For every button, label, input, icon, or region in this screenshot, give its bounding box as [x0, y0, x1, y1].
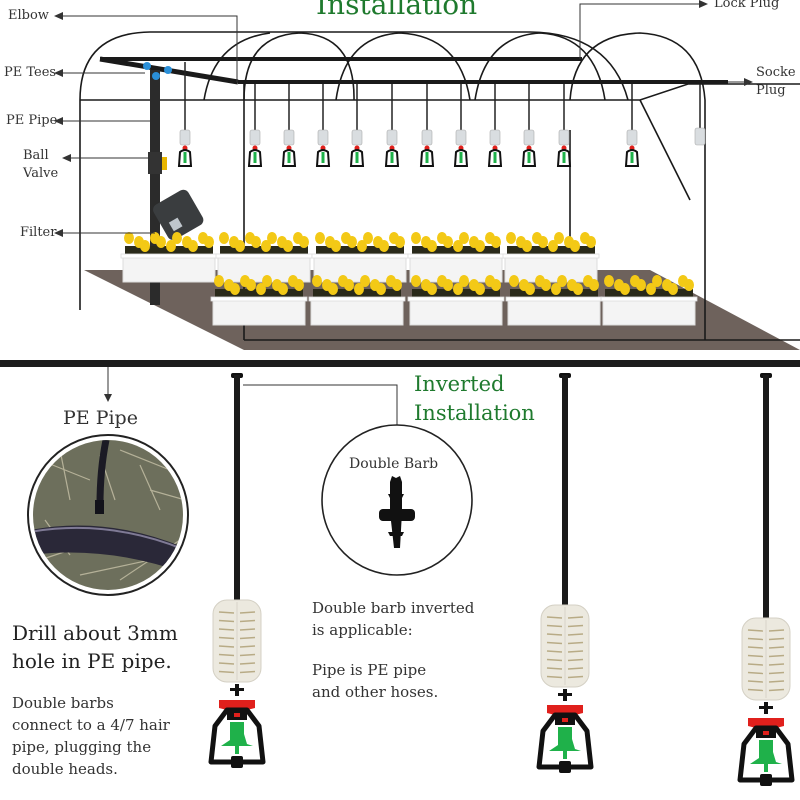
barbs-text-1: Double barbs	[12, 694, 114, 712]
label-pe-pipe: PE Pipe	[6, 113, 58, 128]
drill-text-1: Drill about 3mm	[12, 621, 178, 645]
label-socket-plug-1: Socke	[756, 65, 796, 80]
flower-planter	[311, 232, 409, 283]
inverted-text-1: Double barb inverted	[312, 599, 475, 617]
hanging-sprinkler	[521, 84, 537, 167]
pipe-text-1: Pipe is PE pipe	[312, 661, 427, 679]
flower-planter	[502, 232, 600, 283]
hanging-sprinkler	[281, 84, 297, 167]
flower-planter	[407, 275, 505, 326]
inverted-sprinkler	[536, 373, 594, 773]
barbs-text-4: double heads.	[12, 760, 118, 778]
inverted-title-1: Inverted	[414, 372, 505, 396]
hanging-sprinkler	[453, 84, 469, 167]
pe-tee	[164, 66, 172, 74]
anti-drip-weight	[540, 604, 590, 688]
inverted-sprinkler	[737, 373, 795, 786]
end-plug	[694, 84, 706, 146]
pe-pipe-heading: PE Pipe	[63, 407, 138, 429]
flower-planter	[210, 275, 308, 326]
barbs-text-3: pipe, plugging the	[12, 738, 152, 756]
flower-planter	[407, 232, 505, 283]
label-pe-tees: PE Tees	[4, 65, 57, 80]
label-lock-plug: Lock Plug	[714, 0, 780, 11]
barbs-text-2: connect to a 4/7 hair	[12, 716, 170, 734]
hanging-sprinkler	[624, 84, 640, 167]
anti-drip-weight	[212, 599, 262, 683]
label-ball-valve-1: Ball	[23, 148, 49, 163]
sprinkler-nozzle	[208, 700, 266, 768]
sprinkler-nozzle	[536, 705, 594, 773]
flower-planter	[600, 275, 698, 326]
pe-tee	[143, 62, 151, 70]
ball-valve	[148, 152, 162, 174]
hanging-sprinkler	[487, 84, 503, 167]
label-filter: Filter	[20, 225, 57, 240]
label-socket-plug-2: Plug	[756, 83, 786, 98]
flower-planter	[308, 275, 406, 326]
hanging-sprinkler	[556, 84, 572, 167]
pe-tee	[152, 72, 160, 80]
pipe-text-2: and other hoses.	[312, 683, 439, 701]
hanging-sprinkler	[177, 62, 193, 167]
double-barb-callout	[321, 424, 473, 576]
hanging-sprinkler	[349, 84, 365, 167]
filter	[153, 189, 204, 240]
inverted-sprinkler	[208, 373, 266, 768]
hanging-sprinkler	[419, 84, 435, 167]
flower-planter	[120, 232, 218, 283]
inverted-title-2: Installation	[414, 401, 535, 425]
label-elbow: Elbow	[8, 8, 49, 23]
hanging-sprinkler	[384, 84, 400, 167]
anti-drip-weight	[741, 617, 791, 701]
section-divider-pipe	[0, 360, 800, 367]
installation-title: Installation	[316, 0, 478, 21]
hanging-sprinkler	[315, 84, 331, 167]
pe-pipe-photo	[27, 434, 189, 596]
flower-planter	[215, 232, 313, 283]
inverted-text-2: is applicable:	[312, 621, 413, 639]
sprinkler-nozzle	[737, 718, 795, 786]
flower-planter	[505, 275, 603, 326]
double-barb-label: Double Barb	[349, 456, 439, 472]
drill-text-2: hole in PE pipe.	[12, 649, 172, 673]
double-barb-icon	[379, 476, 415, 548]
ball-valve-handle	[162, 157, 167, 170]
vertical-pe-pipe	[150, 70, 160, 305]
label-ball-valve-2: Valve	[23, 166, 59, 181]
hanging-sprinkler	[247, 84, 263, 167]
